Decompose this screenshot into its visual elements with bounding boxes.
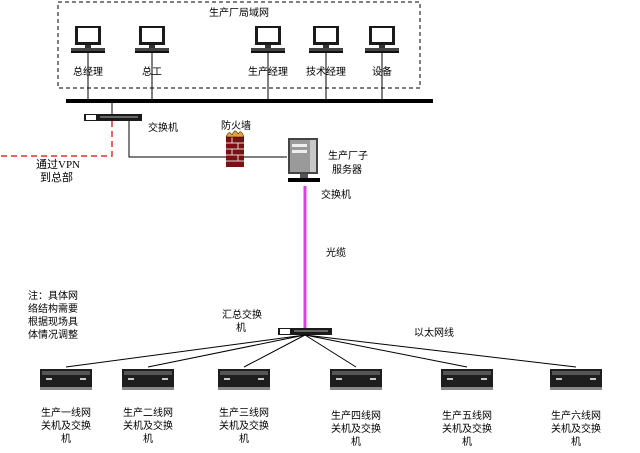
line-switch-label-line3: 机 [571, 435, 581, 448]
line-switch-label-line2: 关机及交换 [551, 422, 601, 435]
aggregation-switch-label-line1: 汇总交换 [222, 308, 262, 321]
vpn-label-line1: 通过VPN [36, 158, 80, 171]
firewall-icon [225, 130, 245, 167]
line-switch-label-line3: 机 [61, 432, 71, 445]
note: 注：具体网 络结构需要 根据现场具 体情况调整 [28, 289, 78, 341]
computer-label: 技术经理 [306, 65, 346, 78]
line-switch-3: 生产三线网 关机及交换 机 [218, 369, 270, 445]
lan-backbone [66, 99, 433, 103]
computer-manager: 总经理 [71, 26, 105, 99]
gateway-box-icon [441, 369, 493, 390]
ethernet-link-line [65, 334, 306, 368]
server-tower-icon [288, 138, 320, 182]
vpn-label-line2: 到总部 [40, 170, 73, 184]
fiber-label: 光缆 [326, 246, 346, 259]
factory-server: 生产厂子 服务器 交换机 [288, 138, 368, 201]
ethernet-label: 以太网线 [414, 326, 454, 339]
desktop-computer-icon [309, 26, 343, 53]
aggregation-switch: 汇总交换 机 [222, 308, 332, 335]
computer-technical-manager: 技术经理 [306, 26, 346, 99]
line-switch-1: 生产一线网 关机及交换 机 [40, 369, 92, 445]
core-switch-label: 交换机 [148, 121, 178, 134]
line-switch-label-line2: 关机及交换 [41, 419, 91, 432]
note-line-4: 体情况调整 [28, 328, 78, 341]
computer-label: 生产经理 [248, 65, 288, 78]
lan-title: 生产厂局域网 [209, 6, 269, 19]
ethernet-link-line [304, 334, 577, 368]
desktop-computer-icon [135, 26, 169, 53]
computer-label: 总经理 [73, 65, 103, 78]
vpn-link-line [0, 121, 113, 157]
aggregation-switch-label-line2: 机 [236, 321, 246, 334]
ethernet-link-line [304, 334, 468, 368]
gateway-box-icon [550, 369, 602, 390]
line-switch-label-line3: 机 [143, 432, 153, 445]
lan-computers: 总经理 总工 生产经理 技术经理 设备 [71, 26, 399, 99]
line-switch-4: 生产四线网 关机及交换 机 [330, 369, 382, 448]
line-switch-label-line1: 生产五线网 [442, 409, 492, 422]
note-line-1: 注：具体网 [28, 289, 78, 302]
line-switch-6: 生产六线网 关机及交换 机 [550, 369, 602, 448]
gateway-box-icon [330, 369, 382, 390]
gateway-box-icon [122, 369, 174, 390]
ethernet-link-line [243, 334, 306, 368]
line-switch-label-line2: 关机及交换 [219, 419, 269, 432]
gateway-box-icon [218, 369, 270, 390]
line-switch-label-line1: 生产六线网 [551, 409, 601, 422]
computer-equipment: 设备 [365, 26, 399, 99]
computer-label: 设备 [372, 65, 392, 78]
line-switch-label-line2: 关机及交换 [331, 422, 381, 435]
line-switch-5: 生产五线网 关机及交换 机 [441, 369, 493, 448]
computer-label: 总工 [142, 65, 162, 78]
line-switch-label-line2: 关机及交换 [123, 419, 173, 432]
server-label-line1: 生产厂子 [328, 149, 368, 162]
ethernet-link-line [304, 334, 357, 368]
computer-chief-engineer: 总工 [135, 26, 169, 99]
desktop-computer-icon [71, 26, 105, 53]
gateway-box-icon [40, 369, 92, 390]
line-switch-label-line3: 机 [462, 435, 472, 448]
server-switch-label: 交换机 [321, 188, 351, 201]
computer-production-manager: 生产经理 [248, 26, 288, 99]
desktop-computer-icon [251, 26, 285, 53]
network-switch-icon [278, 328, 332, 335]
line-switch-label-line1: 生产三线网 [219, 406, 269, 419]
line-switch-label-line1: 生产四线网 [331, 409, 381, 422]
firewall-label: 防火墙 [221, 119, 251, 132]
line-switch-2: 生产二线网 关机及交换 机 [122, 369, 174, 445]
line-switch-label-line1: 生产二线网 [123, 406, 173, 419]
line-switch-label-line3: 机 [351, 435, 361, 448]
core-switch: 交换机 [84, 114, 178, 134]
line-switch-label-line2: 关机及交换 [442, 422, 492, 435]
server-label-line2: 服务器 [332, 163, 362, 176]
desktop-computer-icon [365, 26, 399, 53]
note-line-2: 络结构需要 [28, 302, 78, 315]
line-switch-label-line3: 机 [239, 432, 249, 445]
firewall: 防火墙 [221, 119, 251, 167]
ethernet-link-line [147, 334, 306, 368]
ethernet-links [65, 334, 577, 368]
line-switch-label-line1: 生产一线网 [41, 406, 91, 419]
note-line-3: 根据现场具 [28, 315, 78, 328]
network-switch-icon [84, 114, 142, 121]
